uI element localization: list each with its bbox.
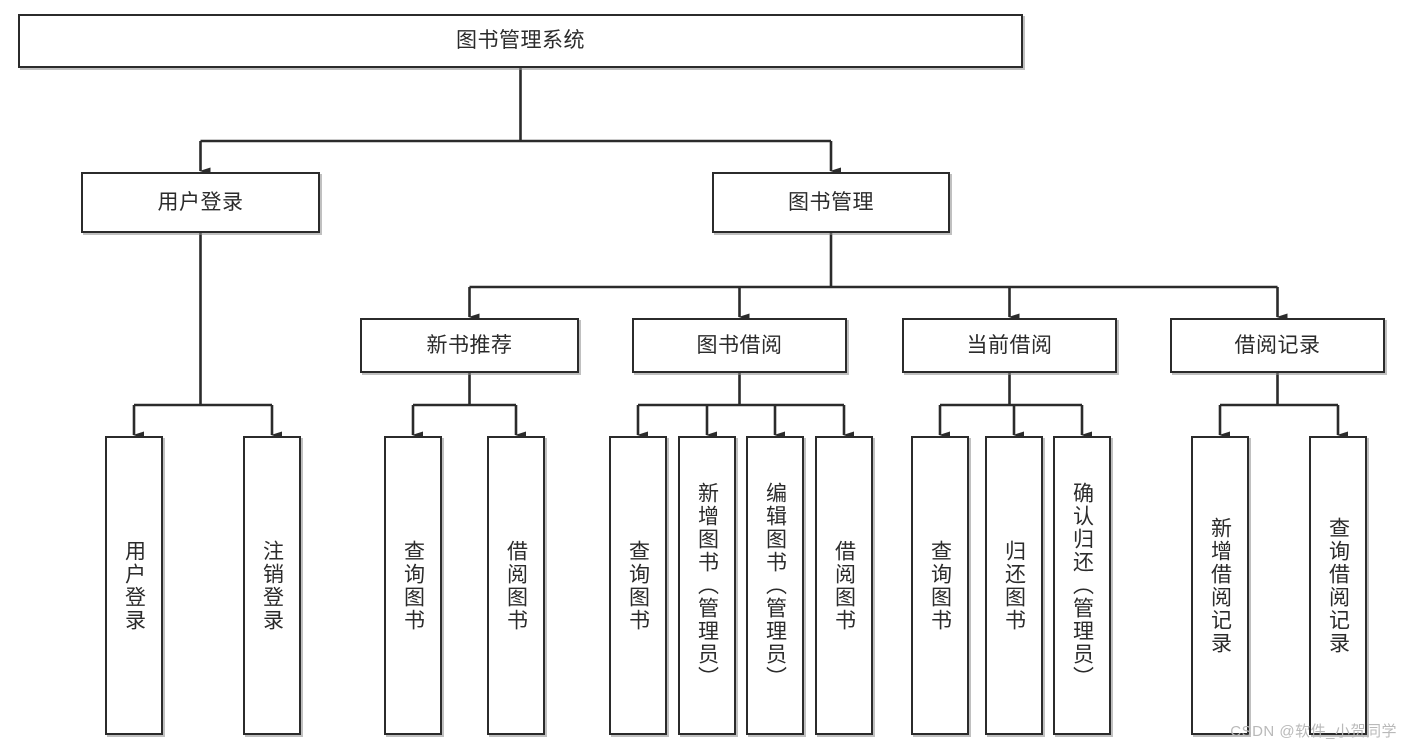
node-new-book-rec[interactable]: 新书推荐	[360, 318, 579, 373]
node-book-borrow[interactable]: 图书借阅	[632, 318, 847, 373]
node-leaf-query-1[interactable]: 查询图书	[384, 436, 442, 735]
node-label: 编辑图书（管理员）	[763, 482, 787, 689]
node-label: 注销登录	[260, 539, 284, 632]
node-label: 新增图书（管理员）	[695, 482, 719, 689]
node-leaf-add-rec[interactable]: 新增借阅记录	[1191, 436, 1249, 735]
node-leaf-logout[interactable]: 注销登录	[243, 436, 301, 735]
node-label: 归还图书	[1002, 539, 1026, 632]
node-label: 用户登录	[122, 539, 146, 632]
node-label: 图书管理	[788, 190, 874, 214]
node-leaf-return[interactable]: 归还图书	[985, 436, 1043, 735]
node-user-login[interactable]: 用户登录	[81, 172, 320, 233]
node-label: 借阅图书	[832, 539, 856, 632]
node-label: 新增借阅记录	[1208, 516, 1232, 655]
node-leaf-confirm[interactable]: 确认归还（管理员）	[1053, 436, 1111, 735]
node-label: 确认归还（管理员）	[1070, 482, 1094, 689]
node-leaf-add-book[interactable]: 新增图书（管理员）	[678, 436, 736, 735]
node-label: 新书推荐	[426, 333, 513, 357]
node-leaf-query-rec[interactable]: 查询借阅记录	[1309, 436, 1367, 735]
node-label: 当前借阅	[966, 333, 1053, 357]
node-leaf-edit-book[interactable]: 编辑图书（管理员）	[746, 436, 804, 735]
node-root[interactable]: 图书管理系统	[18, 14, 1023, 68]
node-label: 用户登录	[157, 190, 244, 214]
node-label: 查询图书	[401, 539, 425, 632]
node-borrow-record[interactable]: 借阅记录	[1170, 318, 1385, 373]
node-current-borrow[interactable]: 当前借阅	[902, 318, 1117, 373]
node-book-manage[interactable]: 图书管理	[712, 172, 950, 233]
node-label: 查询图书	[626, 539, 650, 632]
node-label: 查询图书	[928, 539, 952, 632]
node-leaf-query-3[interactable]: 查询图书	[911, 436, 969, 735]
node-label: 借阅图书	[504, 539, 528, 632]
node-label: 查询借阅记录	[1326, 516, 1350, 655]
node-label: 图书借阅	[696, 333, 783, 357]
node-leaf-borrow-1[interactable]: 借阅图书	[487, 436, 545, 735]
node-label: 借阅记录	[1234, 333, 1321, 357]
node-label: 图书管理系统	[456, 29, 585, 53]
edge-lines	[132, 68, 1348, 439]
watermark-text: CSDN @软件_小贺同学	[1230, 723, 1397, 740]
node-leaf-user-login[interactable]: 用户登录	[105, 436, 163, 735]
node-leaf-query-2[interactable]: 查询图书	[609, 436, 667, 735]
node-leaf-borrow-2[interactable]: 借阅图书	[815, 436, 873, 735]
